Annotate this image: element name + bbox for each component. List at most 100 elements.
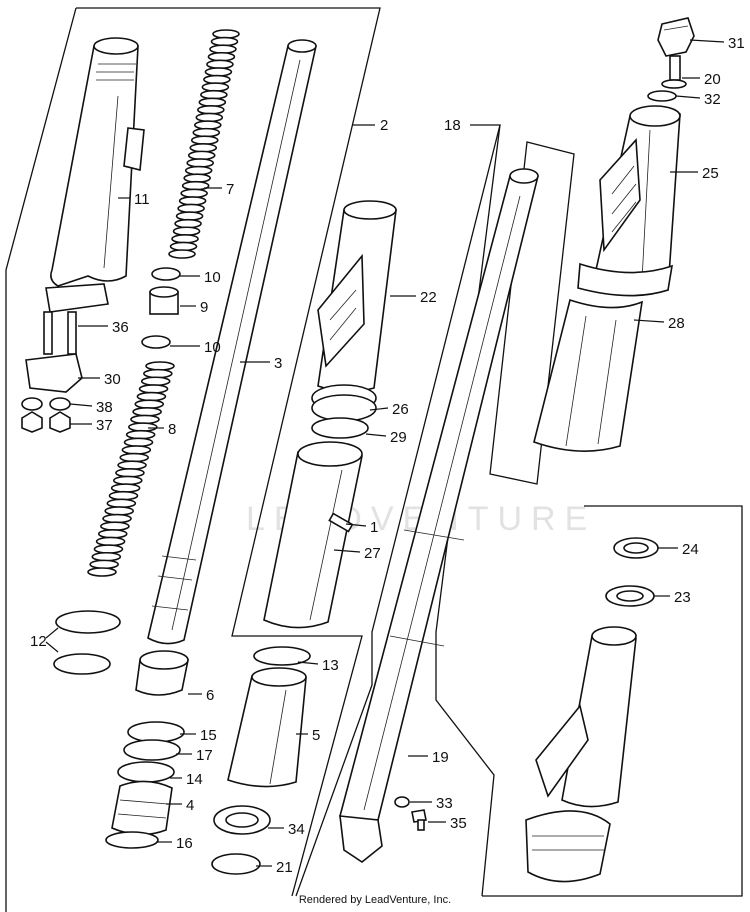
label-6: 6	[206, 687, 214, 704]
frame-left-top	[76, 7, 381, 897]
label-21: 21	[276, 859, 293, 876]
part-29-ring	[311, 417, 369, 439]
spring-coil	[106, 498, 137, 509]
spring-coil	[187, 150, 216, 161]
label-33: 33	[436, 795, 453, 812]
label-15: 15	[200, 727, 217, 744]
part-12-circlips	[53, 610, 121, 675]
spring-coil	[174, 218, 202, 229]
part-30-clamp	[25, 353, 83, 393]
spring-coil	[171, 234, 199, 244]
label-19: 19	[432, 749, 449, 766]
part-19-outer-tube	[339, 168, 539, 863]
label-28: 28	[668, 315, 685, 332]
label-22: 22	[420, 289, 437, 306]
spring-coil	[121, 445, 152, 455]
part-8-spring	[87, 361, 175, 577]
part-13-clip	[253, 646, 311, 666]
spring-coil	[204, 67, 233, 77]
label-24: 24	[682, 541, 699, 558]
label-10b: 10	[204, 339, 221, 356]
label-3: 3	[274, 355, 282, 372]
spring-coil	[186, 158, 215, 168]
frame-bottom-right	[482, 505, 743, 897]
spring-coil	[132, 406, 162, 417]
spring-coil	[207, 51, 236, 62]
label-17: 17	[196, 747, 213, 764]
label-25: 25	[702, 165, 719, 182]
part-25-upper-cover	[577, 105, 681, 297]
spring-coil	[175, 211, 204, 221]
spring-coil	[112, 475, 143, 486]
spring-coil	[119, 452, 150, 463]
spring-coil	[110, 483, 141, 493]
section-frames	[5, 7, 743, 912]
spring-coil	[177, 203, 205, 214]
frame-tube-inset	[489, 141, 575, 485]
label-12: 12	[30, 633, 47, 650]
spring-coil	[172, 226, 201, 237]
label-20: 20	[704, 71, 721, 88]
spring-coil	[87, 567, 117, 577]
spring-coil	[128, 422, 158, 432]
parts-drawing	[21, 17, 695, 883]
spring-coil	[143, 368, 173, 379]
spring-coil	[206, 59, 234, 70]
frame-18	[295, 124, 501, 897]
part-33-washer	[394, 796, 410, 808]
part-32-washer	[647, 90, 677, 102]
part-35-screw	[411, 809, 427, 831]
label-37: 37	[96, 417, 113, 434]
spring-coil	[193, 120, 222, 130]
part-21-ring	[211, 853, 261, 875]
part-6-bushing	[135, 650, 189, 696]
spring-coil	[201, 82, 230, 92]
spring-coil	[183, 173, 211, 183]
part-31-bolt	[657, 17, 695, 81]
label-34: 34	[288, 821, 305, 838]
spring-coil	[100, 521, 130, 532]
spring-coil	[97, 529, 128, 539]
spring-coil	[134, 399, 165, 409]
spring-coil	[198, 97, 227, 108]
label-30: 30	[104, 371, 121, 388]
footer-credit: Rendered by LeadVenture, Inc.	[298, 894, 452, 906]
part-16-clip	[105, 831, 159, 849]
part-26-ring	[311, 384, 377, 422]
part-15-ring	[127, 721, 185, 743]
spring-coil	[178, 196, 207, 206]
label-4: 4	[186, 797, 194, 814]
spring-coil	[209, 44, 237, 54]
spring-coil	[91, 551, 122, 562]
label-26: 26	[392, 401, 409, 418]
label-10a: 10	[204, 269, 221, 286]
label-32: 32	[704, 91, 721, 108]
label-1: 1	[370, 519, 378, 536]
spring-coil	[140, 376, 171, 387]
part-3-inner-tube	[147, 39, 317, 645]
spring-coil	[136, 391, 167, 402]
part-7-spring	[168, 29, 240, 259]
part-lower-cover-assembly	[525, 626, 637, 883]
label-7: 7	[226, 181, 234, 198]
part-36-studs	[43, 311, 77, 355]
part-10-washer-upper	[151, 267, 181, 281]
leader-lines	[45, 39, 725, 867]
spring-coil	[93, 544, 124, 554]
label-31: 31	[728, 35, 745, 52]
spring-coil	[138, 384, 169, 394]
frame-left	[5, 7, 77, 912]
part-38-37-nuts-washers	[21, 397, 71, 433]
label-5: 5	[312, 727, 320, 744]
spring-coil	[115, 468, 145, 478]
label-14: 14	[186, 771, 203, 788]
spring-coil	[125, 429, 156, 440]
part-23-oil-seal	[605, 585, 655, 607]
label-38: 38	[96, 399, 113, 416]
spring-coil	[189, 142, 218, 153]
spring-coil	[108, 490, 139, 501]
spring-coil	[200, 89, 228, 100]
label-23: 23	[674, 589, 691, 606]
part-20-washer	[661, 79, 687, 89]
spring-coil	[123, 437, 154, 448]
